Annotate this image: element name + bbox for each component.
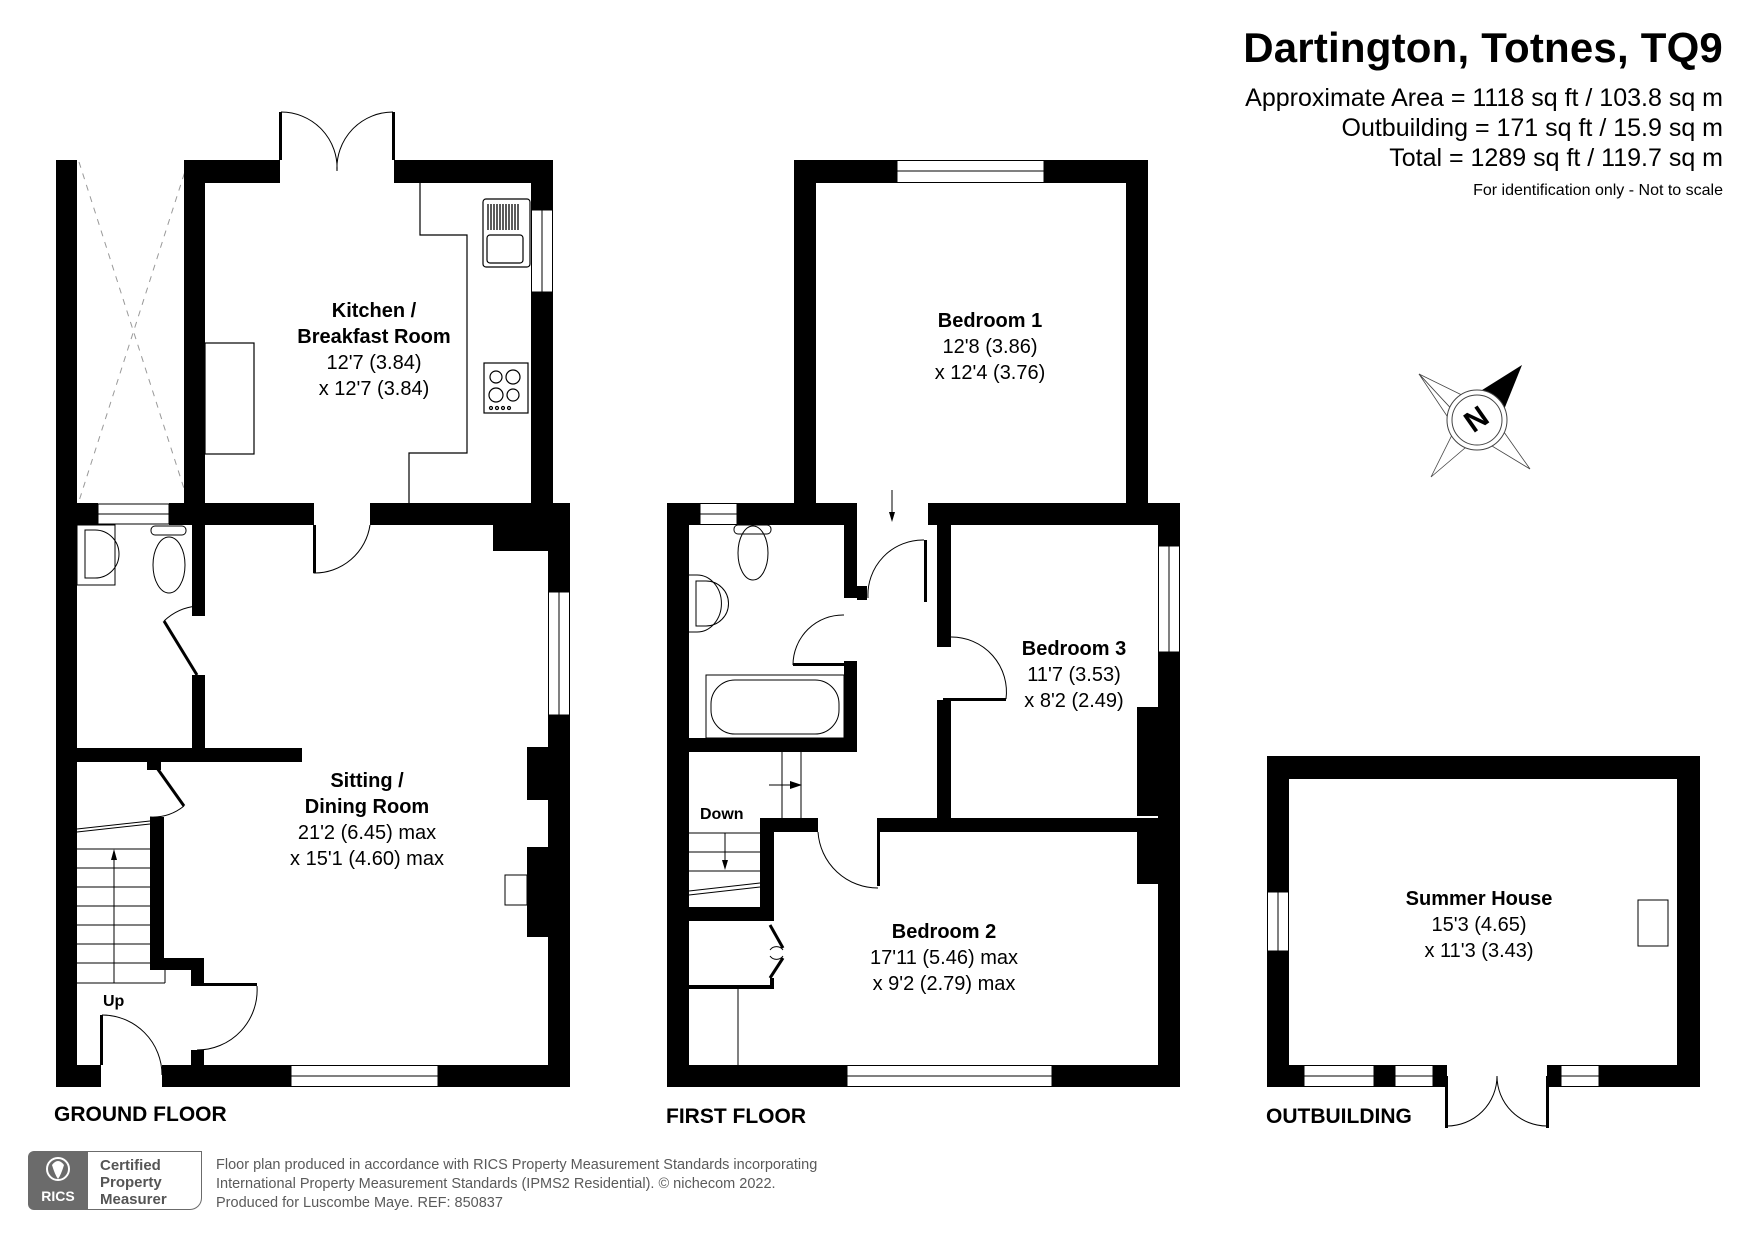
room-name: Bedroom 3 <box>1021 638 1127 660</box>
room-summer-house: Summer House 15'3 (4.65) x 11'3 (3.43) <box>1406 886 1553 964</box>
room-name: Summer House <box>1405 888 1553 910</box>
stairs-up-label: Up <box>103 993 125 1010</box>
room-dimension: x 11'3 (3.43) <box>1424 940 1534 962</box>
lion-crest-icon <box>46 1157 70 1181</box>
footer-line: Produced for Luscombe Maye. REF: 850837 <box>216 1195 503 1211</box>
room-dimension: 17'11 (5.46) max <box>870 947 1018 969</box>
footer-notice: Floor plan produced in accordance with R… <box>216 1156 817 1213</box>
room-dimension: 12'7 (3.84) <box>326 352 422 374</box>
room-kitchen-breakfast: Kitchen / Breakfast Room 12'7 (3.84) x 1… <box>297 298 450 402</box>
ground-floor-label: GROUND FLOOR <box>54 1103 227 1126</box>
badge-line: Certified <box>100 1157 161 1174</box>
ground-floor-plan <box>56 111 570 1087</box>
room-dimension: 12'8 (3.86) <box>942 336 1038 358</box>
room-name: Bedroom 2 <box>891 921 997 943</box>
north-arrow-compass-icon: N <box>1418 365 1531 478</box>
room-name: Sitting / <box>330 770 404 792</box>
first-floor-plan <box>667 160 1180 1087</box>
approximate-area: Approximate Area = 1118 sq ft / 103.8 sq… <box>1245 84 1723 112</box>
room-dimension: x 12'7 (3.84) <box>318 378 430 400</box>
disclaimer: For identification only - Not to scale <box>1473 182 1723 199</box>
room-name: Bedroom 1 <box>937 310 1043 332</box>
room-name: Kitchen / <box>331 300 417 322</box>
room-dimension: 11'7 (3.53) <box>1027 664 1121 686</box>
room-name-line2: Dining Room <box>304 796 430 818</box>
room-sitting-dining: Sitting / Dining Room 21'2 (6.45) max x … <box>290 768 444 872</box>
room-dimension: 21'2 (6.45) max <box>297 822 437 844</box>
badge-line: Property <box>100 1174 162 1191</box>
footer-line: International Property Measurement Stand… <box>216 1176 776 1192</box>
room-dimension: x 8'2 (2.49) <box>1024 690 1124 712</box>
room-dimension: x 9'2 (2.79) max <box>872 973 1016 995</box>
footer-line: Floor plan produced in accordance with R… <box>216 1157 818 1173</box>
stairs-down-label: Down <box>700 806 744 823</box>
badge-line: Measurer <box>100 1191 167 1208</box>
room-name-line2: Breakfast Room <box>297 326 451 348</box>
total-area: Total = 1289 sq ft / 119.7 sq m <box>1389 144 1723 172</box>
certified-property-measurer-badge: Certified Property Measurer <box>88 1151 202 1210</box>
room-bedroom-2: Bedroom 2 17'11 (5.46) max x 9'2 (2.79) … <box>870 919 1018 997</box>
room-bedroom-3: Bedroom 3 11'7 (3.53) x 8'2 (2.49) <box>1022 636 1126 714</box>
outbuilding-label: OUTBUILDING <box>1266 1105 1412 1128</box>
rics-logo: RICS <box>28 1151 88 1210</box>
rics-text: RICS <box>41 1188 75 1204</box>
room-bedroom-1: Bedroom 1 12'8 (3.86) x 12'4 (3.76) <box>935 308 1046 386</box>
room-dimension: x 15'1 (4.60) max <box>290 848 444 870</box>
outbuilding-area: Outbuilding = 171 sq ft / 15.9 sq m <box>1341 114 1723 142</box>
room-dimension: x 12'4 (3.76) <box>934 362 1046 384</box>
first-floor-label: FIRST FLOOR <box>666 1105 806 1128</box>
property-title: Dartington, Totnes, TQ9 <box>1243 24 1723 71</box>
room-dimension: 15'3 (4.65) <box>1431 914 1527 936</box>
outbuilding-plan <box>1267 756 1700 1128</box>
